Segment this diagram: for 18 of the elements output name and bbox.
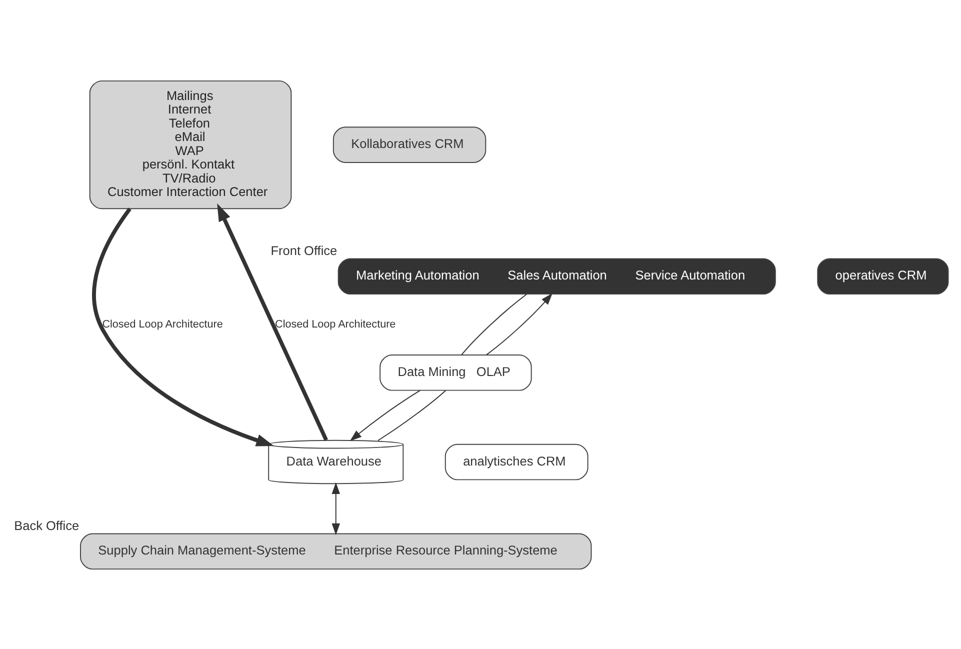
arrow (486, 292, 552, 355)
arrow (217, 202, 328, 440)
arrow (92, 207, 274, 446)
connector (377, 389, 446, 441)
connector (461, 293, 528, 355)
node-box: analytisches CRM (444, 443, 588, 480)
node-box: operatives CRM (817, 258, 949, 294)
node-label: Back Office (14, 518, 80, 533)
arrow (350, 389, 421, 441)
node-box: Supply Chain Management-Systeme Enterprise Resource Planning-Systeme (80, 532, 592, 570)
node-box: Mailings Internet Telefon eMail WAP persönl. Kontakt TV/Radio Customer Interaction Center (89, 80, 292, 209)
edge-label: Closed Loop Architecture (102, 318, 223, 330)
node-box: Marketing Automation Sales Automation Service Automation (338, 258, 776, 294)
node-box: Data Mining OLAP (380, 354, 532, 390)
node-label: Front Office (270, 242, 338, 258)
arrow (332, 482, 340, 535)
node-box: Kollaboratives CRM (332, 126, 486, 162)
edge-label: Closed Loop Architecture (275, 318, 396, 330)
